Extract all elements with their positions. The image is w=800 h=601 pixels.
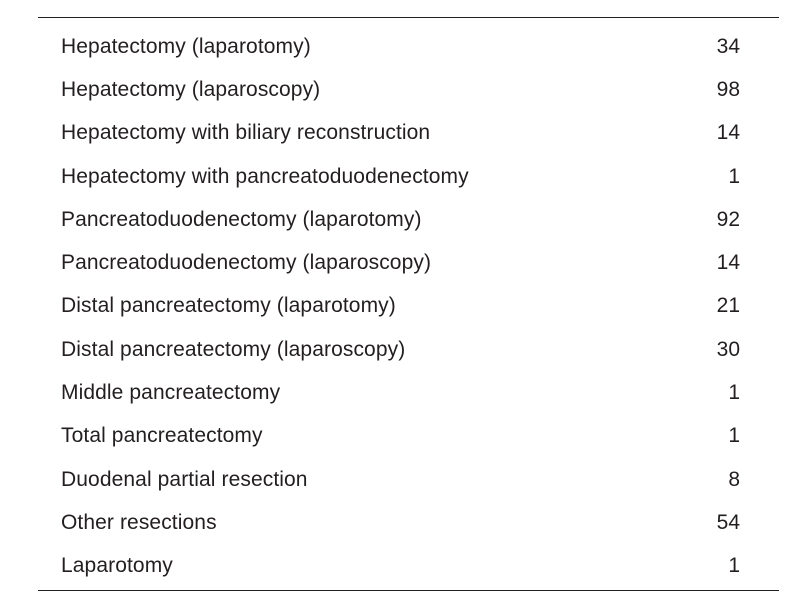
procedure-name: Hepatectomy with biliary reconstruction	[61, 121, 431, 145]
procedure-count: 1	[728, 424, 740, 448]
procedure-name: Pancreatoduodenectomy (laparoscopy)	[61, 251, 432, 275]
procedure-name: Hepatectomy with pancreatoduodenectomy	[61, 164, 469, 188]
table-row: Laparotomy 1	[38, 545, 779, 588]
table-row: Middle pancreatectomy 1	[38, 371, 779, 414]
procedure-name: Laparotomy	[61, 554, 173, 578]
procedure-count: 1	[728, 164, 740, 188]
table-row: Distal pancreatectomy (laparoscopy) 30	[38, 328, 779, 371]
table-row: Other resections 54	[38, 501, 779, 544]
procedure-count: 92	[716, 207, 740, 231]
procedure-name: Duodenal partial resection	[61, 467, 308, 491]
table-row: Hepatectomy (laparotomy) 34	[38, 25, 779, 68]
table-row: Duodenal partial resection 8	[38, 458, 779, 501]
table-row: Pancreatoduodenectomy (laparoscopy) 14	[38, 241, 779, 284]
procedure-name: Pancreatoduodenectomy (laparotomy)	[61, 207, 422, 231]
table-row: Hepatectomy with pancreatoduodenectomy 1	[38, 155, 779, 198]
procedure-count: 1	[728, 554, 740, 578]
table-row: Distal pancreatectomy (laparotomy) 21	[38, 285, 779, 328]
table-body: Hepatectomy (laparotomy) 34 Hepatectomy …	[38, 25, 779, 588]
procedure-count: 98	[716, 77, 740, 101]
procedure-count: 21	[716, 294, 740, 318]
procedure-name: Hepatectomy (laparotomy)	[61, 34, 311, 58]
table-row: Hepatectomy with biliary reconstruction …	[38, 112, 779, 155]
procedure-name: Total pancreatectomy	[61, 424, 263, 448]
table-row: Pancreatoduodenectomy (laparotomy) 92	[38, 198, 779, 241]
table-row: Total pancreatectomy 1	[38, 415, 779, 458]
procedure-count: 1	[728, 381, 740, 405]
procedure-name: Middle pancreatectomy	[61, 381, 281, 405]
procedure-name: Distal pancreatectomy (laparoscopy)	[61, 337, 406, 361]
procedure-count: 30	[716, 337, 740, 361]
table-row: Hepatectomy (laparoscopy) 98	[38, 68, 779, 111]
procedure-count: 14	[716, 251, 740, 275]
procedure-count: 34	[716, 34, 740, 58]
procedure-count: 14	[716, 121, 740, 145]
procedure-name: Distal pancreatectomy (laparotomy)	[61, 294, 396, 318]
procedure-name: Other resections	[61, 510, 217, 534]
procedure-count: 8	[728, 467, 740, 491]
procedures-table: Hepatectomy (laparotomy) 34 Hepatectomy …	[38, 17, 779, 591]
procedure-count: 54	[716, 510, 740, 534]
procedure-name: Hepatectomy (laparoscopy)	[61, 77, 321, 101]
